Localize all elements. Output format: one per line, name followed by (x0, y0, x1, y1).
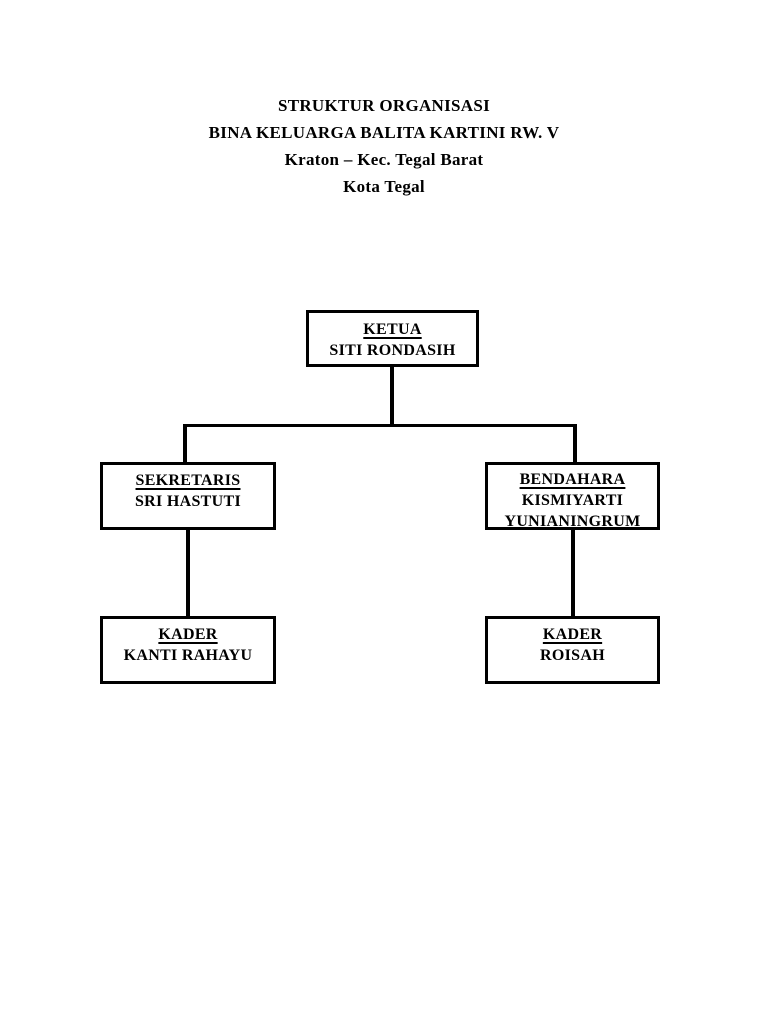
org-node-role: KADER (158, 626, 218, 643)
title-line-2: BINA KELUARGA BALITA KARTINI RW. V (208, 123, 560, 142)
org-node-name: SITI RONDASIH (329, 342, 456, 359)
page-title: STRUKTUR ORGANISASI BINA KELUARGA BALITA… (0, 92, 768, 200)
title-line-3: Kraton – Kec. Tegal Barat (284, 150, 484, 169)
org-node-kader-right: KADER ROISAH (485, 616, 660, 684)
org-node-name: SRI HASTUTI (134, 493, 241, 510)
connector-sekretaris-kader (186, 529, 190, 617)
org-node-bendahara: BENDAHARA KISMIYARTI YUNIANINGRUM (485, 462, 660, 530)
title-line-4: Kota Tegal (343, 177, 425, 196)
org-node-ketua: KETUA SITI RONDASIH (306, 310, 479, 367)
org-node-sekretaris: SEKRETARIS SRI HASTUTI (100, 462, 276, 530)
connector-bendahara-kader (571, 529, 575, 617)
org-node-name: ROISAH (540, 647, 605, 664)
org-node-role: SEKRETARIS (135, 472, 241, 489)
org-node-name: KISMIYARTI YUNIANINGRUM (504, 492, 641, 530)
org-node-name: KANTI RAHAYU (123, 647, 253, 664)
connector-drop-bendahara (573, 424, 577, 463)
connector-ketua-down (390, 366, 394, 427)
title-line-1: STRUKTUR ORGANISASI (277, 96, 491, 115)
org-node-role: BENDAHARA (519, 471, 626, 488)
connector-drop-sekretaris (183, 424, 187, 463)
connector-horizontal-bar (183, 424, 577, 427)
org-node-role: KETUA (363, 321, 422, 338)
org-node-kader-left: KADER KANTI RAHAYU (100, 616, 276, 684)
org-node-role: KADER (542, 626, 603, 643)
